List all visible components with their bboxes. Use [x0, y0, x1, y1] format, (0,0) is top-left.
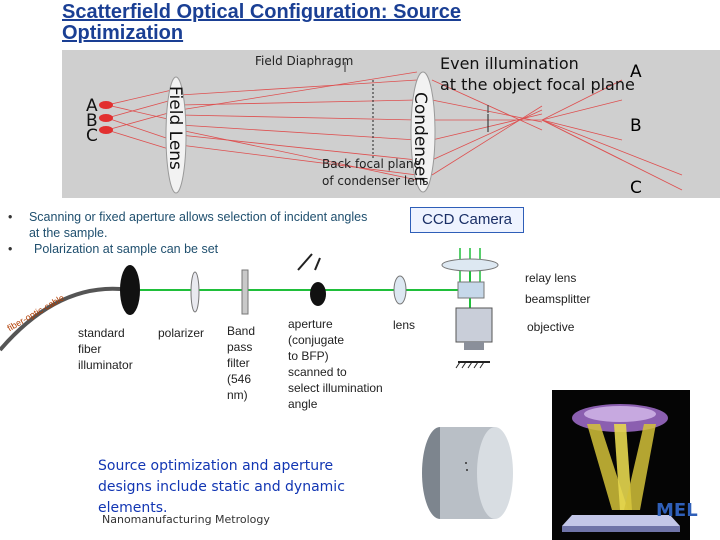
field-diaphragm-label: Field Diaphragm: [255, 54, 354, 68]
illumination-render-image: [552, 390, 690, 540]
bullet-text-1: Scanning or fixed aperture allows select…: [28, 210, 368, 240]
even-illumination-line1: Even illumination: [440, 54, 579, 73]
bandpass-line: filter: [227, 356, 250, 370]
bullet-dot: •: [8, 242, 13, 256]
aperture-line: aperture: [288, 317, 333, 331]
ccd-camera-box: CCD Camera: [410, 207, 524, 233]
beamsplitter-label: beamsplitter: [525, 292, 591, 306]
relay-lens-label: relay lens: [525, 271, 577, 285]
even-illumination-line2: at the object focal plane: [440, 75, 635, 94]
condenser-label: Condenser: [410, 92, 430, 184]
page-title: Scatterfield Optical Configuration: Sour…: [62, 1, 461, 44]
footer-text: Nanomanufacturing Metrology: [102, 513, 270, 526]
polarizer-label: polarizer: [158, 326, 205, 340]
source-label-b: B: [86, 111, 98, 131]
aperture-line: angle: [288, 397, 318, 411]
bullet-dot: •: [8, 210, 13, 224]
source-optimization-text: Source optimization and aperture designs…: [98, 458, 345, 516]
field-lens-label: Field Lens: [165, 86, 185, 170]
fiber-illuminator-line: standard: [78, 326, 125, 340]
right-label-b: B: [630, 116, 642, 136]
optical-bench-diagram: [0, 248, 499, 369]
illumination-ray-diagram: [99, 62, 683, 194]
fiber-illuminator-label: standard fiber illuminator: [78, 325, 133, 373]
bullet-item: • Scanning or fixed aperture allows sele…: [8, 209, 368, 241]
source-label-c: C: [86, 126, 98, 146]
right-label-a: A: [630, 62, 642, 82]
lens-label: lens: [393, 318, 416, 332]
right-label-c: C: [630, 178, 642, 198]
bullet-item: • Polarization at sample can be set: [8, 241, 368, 257]
condenser-lens-shape: [410, 71, 436, 193]
aperture-line: to BFP): [288, 349, 329, 363]
bandpass-line: (546: [227, 372, 252, 386]
mel-logo: MEL: [656, 500, 698, 521]
aperture-line: select illumination: [288, 381, 383, 395]
source-label-a: A: [86, 96, 98, 116]
aperture-line: (conjugate: [288, 333, 345, 347]
field-lens-shape: [165, 76, 187, 194]
bullet-list: • Scanning or fixed aperture allows sele…: [8, 209, 368, 257]
back-focal-plane-line2: of condenser lens: [322, 174, 429, 188]
aperture-disk-image: [400, 418, 530, 528]
aperture-label: aperture (conjugate to BFP) scanned to s…: [288, 316, 383, 412]
bandpass-line: Band: [227, 324, 256, 338]
aperture-line: scanned to: [288, 365, 347, 379]
fiber-illuminator-line: illuminator: [78, 358, 133, 372]
bandpass-line: pass: [227, 340, 253, 354]
bullet-text-2: Polarization at sample can be set: [34, 242, 219, 256]
bandpass-filter-label: Band pass filter (546 nm): [227, 323, 255, 403]
fiber-illuminator-line: fiber: [78, 342, 102, 356]
back-focal-plane-line1: Back focal plane: [322, 157, 421, 171]
source-labels: A B C: [86, 96, 98, 146]
objective-label: objective: [527, 320, 575, 334]
bandpass-line: nm): [227, 388, 248, 402]
